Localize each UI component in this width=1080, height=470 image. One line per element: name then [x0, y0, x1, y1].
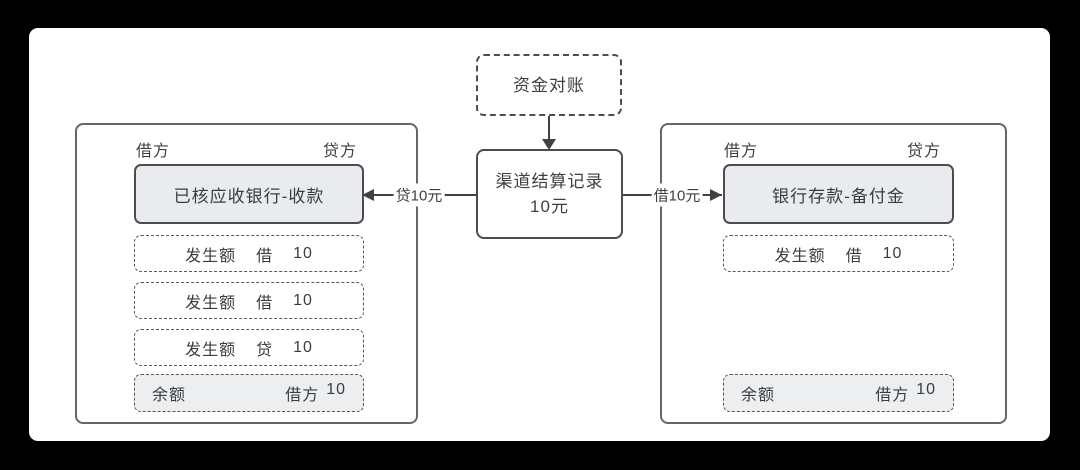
entry-row: 发生额 贷 10: [134, 329, 364, 366]
left-debit-header-label: 借方: [136, 143, 171, 160]
entry-amount: 10: [293, 244, 313, 262]
settlement-record-node: 渠道结算记录 10元: [476, 149, 623, 239]
right-credit-header-label: 贷方: [906, 143, 941, 160]
entry-name: 发生额: [185, 341, 237, 359]
entry-side: 借: [845, 247, 863, 265]
entry-side: 借: [256, 247, 274, 265]
balance-name: 余额: [741, 387, 776, 404]
entry-side: 借: [256, 294, 274, 312]
left-account-panel: 借方 贷方 已核应收银行-收款 发生额 借 10 发生额 借 10 发生额 贷 …: [75, 123, 418, 424]
entry-name: 发生额: [185, 294, 237, 312]
right-arrowhead-icon: [710, 189, 722, 201]
balance-side: 借方: [875, 387, 910, 404]
diagram-canvas: 资金对账 渠道结算记录 10元 贷10元 借10元 借方 贷方 已核应收银行-收…: [29, 28, 1050, 441]
entry-row: 发生额 借 10: [134, 235, 364, 272]
balance-value: 借方 10: [285, 381, 346, 405]
settlement-record-title: 渠道结算记录: [495, 172, 604, 191]
entry-name: 发生额: [185, 247, 237, 265]
left-credit-header-label: 贷方: [322, 143, 357, 160]
left-account-name: 已核应收银行-收款: [173, 186, 325, 206]
balance-amount: 10: [916, 381, 936, 398]
balance-value: 借方 10: [875, 381, 936, 405]
entry-side: 贷: [256, 341, 274, 359]
reconciliation-node-label: 资金对账: [513, 75, 585, 95]
balance-row: 余额 借方 10: [134, 374, 364, 412]
down-arrowhead-icon: [542, 139, 556, 150]
balance-row: 余额 借方 10: [723, 374, 954, 412]
right-account-panel: 借方 贷方 银行存款-备付金 发生额 借 10 余额 借方 10: [660, 123, 1007, 424]
settlement-record-amount: 10元: [530, 197, 569, 216]
left-arrowhead-icon: [362, 189, 374, 201]
left-account-box: 已核应收银行-收款: [134, 164, 364, 224]
entry-amount: 10: [293, 338, 313, 356]
entry-name: 发生额: [774, 247, 826, 265]
right-account-name: 银行存款-备付金: [772, 186, 905, 206]
entry-row: 发生额 借 10: [134, 282, 364, 319]
entry-amount: 10: [882, 244, 903, 262]
balance-name: 余额: [152, 387, 187, 404]
right-debit-header-label: 借方: [724, 143, 759, 160]
entry-amount: 10: [293, 291, 313, 309]
entry-row: 发生额 借 10: [723, 235, 954, 272]
down-arrow-line: [548, 116, 550, 140]
right-arrow-label: 借10元: [651, 183, 703, 207]
balance-amount: 10: [326, 381, 346, 398]
balance-side: 借方: [285, 387, 320, 404]
left-arrow-label: 贷10元: [393, 183, 445, 207]
reconciliation-node: 资金对账: [476, 54, 622, 116]
right-account-box: 银行存款-备付金: [723, 164, 954, 224]
